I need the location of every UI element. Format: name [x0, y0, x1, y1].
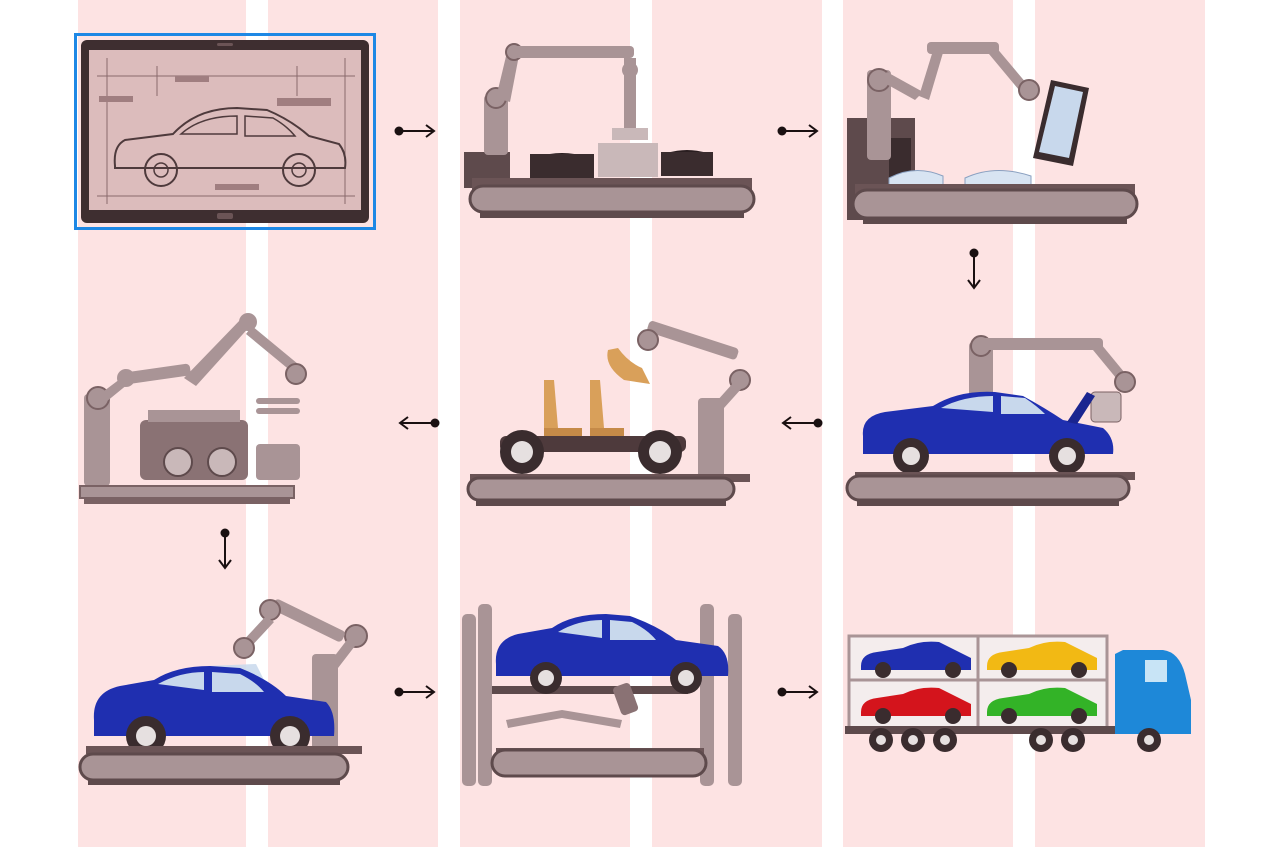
car-lift-inspection-icon: [462, 604, 742, 786]
flow-arrow-right: [394, 123, 438, 139]
flow-arrow-down: [966, 248, 982, 292]
car-red: [861, 687, 971, 724]
blue-car-robot-hood-icon: [845, 335, 1136, 506]
car-yellow: [987, 641, 1097, 678]
car-blue: [861, 641, 971, 678]
flow-arrow-right: [777, 684, 821, 700]
step-windows[interactable]: [845, 40, 1140, 226]
car-green: [987, 687, 1097, 724]
step-body-paint[interactable]: [845, 320, 1140, 506]
car-blueprint-monitor-icon: [81, 40, 369, 223]
chassis-seats-robot-icon: [466, 321, 751, 506]
flow-arrow-left: [396, 415, 440, 431]
step-inspection[interactable]: [462, 600, 747, 788]
flow-arrow-down: [217, 528, 233, 572]
flow-arrow-right: [394, 684, 438, 700]
blue-car-robot-windshield-icon: [78, 599, 368, 785]
step-engine[interactable]: [79, 313, 330, 506]
step-wheels[interactable]: [462, 40, 757, 220]
robot-arm-glass-conveyor-icon: [847, 42, 1139, 224]
flow-arrow-right: [777, 123, 821, 139]
step-delivery[interactable]: [845, 630, 1193, 755]
step-seats[interactable]: [464, 318, 754, 508]
car-carrier-truck-icon: [845, 634, 1191, 752]
flow-arrow-left: [779, 415, 823, 431]
robot-arm-tires-conveyor-icon: [464, 43, 756, 218]
step-windshield[interactable]: [78, 596, 372, 786]
engine-spring-robot-icon: [79, 313, 307, 504]
step-design[interactable]: [74, 33, 376, 230]
